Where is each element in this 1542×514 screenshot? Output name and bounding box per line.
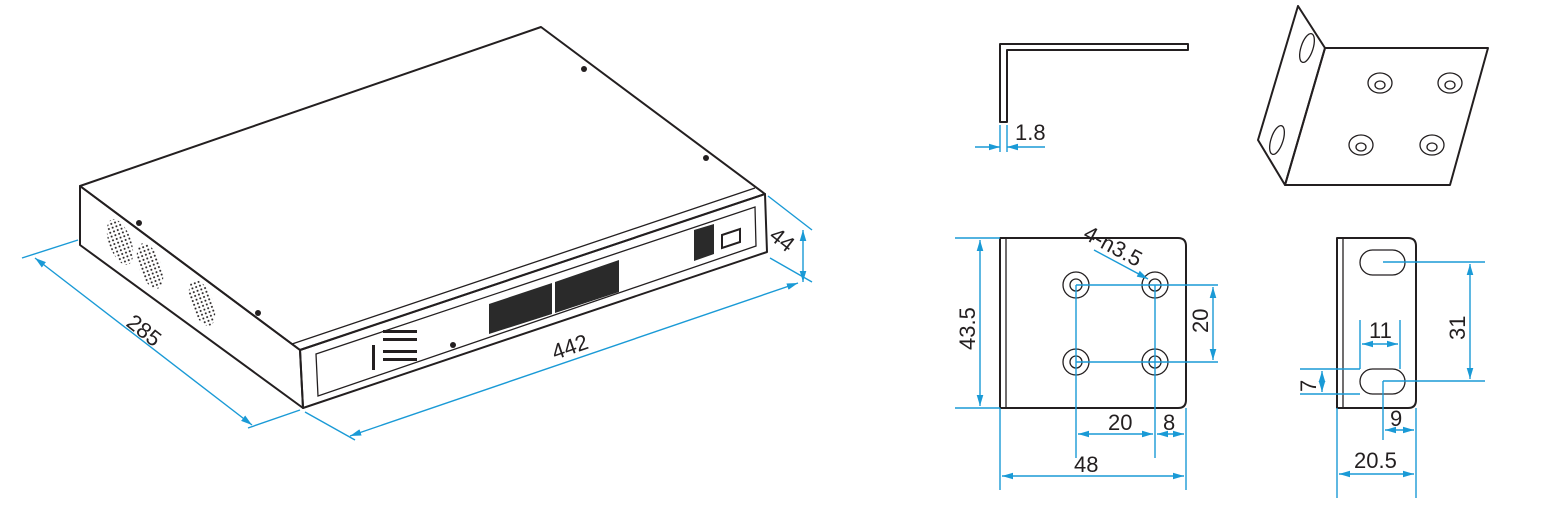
mounting-holes — [1062, 271, 1169, 376]
height-label: 44 — [765, 222, 800, 257]
bracket-ear-view: 31 11 7 9 20.5 — [1296, 237, 1485, 498]
countersunk-holes — [1348, 72, 1463, 156]
height-label: 43.5 — [955, 307, 980, 350]
edge-offset-label: 9 — [1390, 406, 1402, 431]
hole-horizontal-label: 20 — [1108, 410, 1132, 435]
vent-holes — [106, 219, 216, 326]
switch-dimensions: 285 442 44 — [21, 195, 813, 441]
hole-vertical-label: 20 — [1188, 309, 1213, 333]
switch-isometric — [79, 26, 768, 409]
status-leds — [372, 330, 456, 370]
screws — [136, 66, 709, 316]
depth-label: 285 — [122, 309, 166, 351]
hole-spec-label: 4-n3.5 — [1080, 220, 1147, 271]
slot-width-label: 7 — [1296, 380, 1321, 392]
front-panel-bezel — [315, 206, 757, 397]
switch-top-face — [79, 26, 766, 351]
rj45-ports — [489, 224, 741, 334]
width-label: 48 — [1074, 452, 1098, 477]
slot-length-label: 11 — [1369, 318, 1392, 343]
edge-offset-label: 8 — [1163, 410, 1175, 435]
bracket-side-view: 1.8 — [975, 43, 1189, 152]
switch-front-face — [299, 193, 768, 409]
width-label: 20.5 — [1354, 448, 1397, 473]
thickness-label: 1.8 — [1015, 120, 1046, 145]
bracket-isometric — [1257, 5, 1489, 186]
slot-spacing-label: 31 — [1445, 316, 1470, 340]
width-label: 442 — [548, 329, 591, 365]
bracket-front-view: 43.5 20 4-n3.5 20 8 48 — [955, 220, 1218, 490]
